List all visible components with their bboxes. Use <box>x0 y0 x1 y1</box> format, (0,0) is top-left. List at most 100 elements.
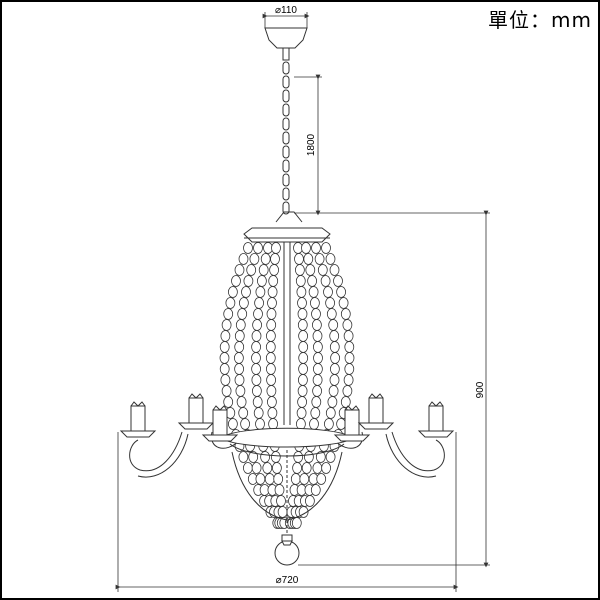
crystal-bead <box>266 385 277 397</box>
finial <box>274 534 300 566</box>
chain-link <box>282 61 290 75</box>
crystal-bead <box>342 319 353 331</box>
crystal-bead <box>297 385 308 397</box>
candle-holder <box>119 401 157 438</box>
crystal-bead <box>297 308 308 320</box>
crystal-bead <box>220 374 231 386</box>
crystal-bead <box>336 286 347 298</box>
canopy <box>264 27 308 61</box>
chain-link <box>282 103 290 117</box>
crystal-bead <box>273 473 284 485</box>
crystal-bead <box>234 330 245 342</box>
crystal-bead <box>253 407 264 419</box>
candle-sleeve <box>188 397 204 424</box>
candle-holder <box>417 401 455 438</box>
crystal-bead <box>274 484 285 496</box>
crystal-bead <box>325 297 336 309</box>
crystal-bead <box>256 275 267 287</box>
crystal-bead <box>251 352 261 364</box>
crystal-bead <box>293 451 304 463</box>
crystal-bead <box>310 407 321 419</box>
candle-tip <box>344 405 360 411</box>
crystal-bead <box>311 319 322 331</box>
crystal-bead <box>219 363 230 375</box>
crystal-bead <box>270 451 281 463</box>
crystal-bead <box>301 462 312 474</box>
candle-holder <box>201 405 239 442</box>
crystal-bead <box>240 418 251 430</box>
crystal-bead <box>297 297 307 309</box>
crystal-bead <box>251 330 262 342</box>
crystal-bead <box>317 264 328 276</box>
crystal-bead <box>267 297 277 309</box>
crystal-bead <box>316 473 327 485</box>
crystal-bead <box>235 385 246 397</box>
crystal-bead <box>305 264 316 276</box>
chain-link <box>282 187 290 201</box>
crystal-bead <box>237 308 248 320</box>
crystal-bead <box>309 418 319 430</box>
crystal-bead <box>251 385 262 397</box>
crystal-bead <box>267 286 278 298</box>
lower-basket <box>231 450 343 545</box>
crystal-bead <box>325 407 336 419</box>
crystal-bead <box>329 330 340 342</box>
chain-link <box>282 159 290 173</box>
total-height-label: 900 <box>475 381 486 398</box>
crystal-bead <box>299 473 310 485</box>
candle-holder <box>177 393 215 430</box>
crystal-bead <box>298 363 309 375</box>
chain-link <box>282 75 290 89</box>
crystal-bead <box>323 418 334 430</box>
crystal-bead <box>312 330 323 342</box>
crystal-bead <box>269 264 280 276</box>
crystal-bead <box>325 451 336 463</box>
candle-tip <box>428 401 444 407</box>
crystal-bead <box>311 396 322 408</box>
canopy-diameter-label: ⌀110 <box>275 5 297 16</box>
crystal-bead <box>231 275 241 287</box>
candle-sleeve <box>130 405 146 432</box>
crystal-bead <box>344 363 355 375</box>
crystal-bead <box>227 418 238 430</box>
crystal-bead <box>265 352 276 364</box>
crystal-bead <box>243 275 254 287</box>
crystal-bead <box>329 264 340 276</box>
crystal-bead <box>333 275 343 287</box>
crystal-bead <box>255 286 266 298</box>
crystal-bead <box>223 396 234 408</box>
crystal-bead <box>297 319 308 331</box>
crystal-bead <box>342 385 353 397</box>
crystal-bead <box>265 341 276 353</box>
crystal-bead <box>246 264 257 276</box>
crystal-bead <box>312 374 323 386</box>
crystal-bead <box>225 297 236 309</box>
crystal-bead <box>251 341 262 353</box>
crystal-bead <box>326 308 337 320</box>
crystal-bead <box>251 374 262 386</box>
crystal-bead <box>234 264 245 276</box>
crystal-bead <box>309 297 320 309</box>
crystal-bead <box>312 363 323 375</box>
crystal-bead <box>266 319 277 331</box>
crystal-bead <box>340 396 351 408</box>
crystal-bead <box>252 396 263 408</box>
crystal-bead <box>308 286 319 298</box>
candles <box>119 393 455 442</box>
crystal-bead <box>227 286 238 298</box>
crystal-bead <box>325 253 336 265</box>
crystal-bead <box>258 264 269 276</box>
crystal-bead <box>248 451 259 463</box>
crystal-strands <box>219 242 355 529</box>
crystal-bead <box>253 242 263 254</box>
crystal-bead <box>344 341 355 353</box>
crystal-bead <box>238 407 249 419</box>
crystal-bead <box>235 319 246 331</box>
central-stem <box>283 242 291 425</box>
crystal-bead <box>242 462 253 474</box>
crystal-bead <box>219 341 230 353</box>
crystal-bead <box>236 396 247 408</box>
chain-length-label: 1800 <box>306 133 317 156</box>
crystal-bead <box>251 462 262 474</box>
